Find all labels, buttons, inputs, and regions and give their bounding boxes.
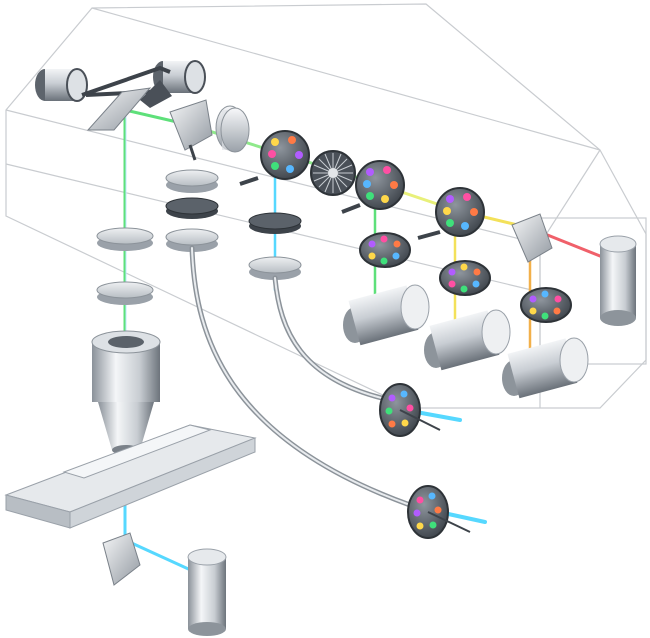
relay-lens [165,169,219,252]
dichroic-mirror [511,213,553,263]
specimen-stage [4,424,257,529]
relay-lens [96,227,154,305]
photomultiplier-detector [502,337,589,399]
filter-wheel [520,287,572,323]
photomultiplier-detector [599,235,637,326]
objective [91,330,161,455]
filter-wheel [239,130,310,186]
filter-wheel [439,260,491,296]
photomultiplier-detector [424,309,511,371]
relay-lens [248,212,302,280]
scan-mirror [86,80,172,131]
fiber-coupler [379,383,441,437]
filter-wheel [341,160,405,214]
dichroic-mirror [169,99,213,161]
fiber-coupler [407,485,471,539]
photomultiplier-detector [187,548,227,636]
filter-wheel [417,187,485,240]
filter-wheel [359,232,411,268]
grating-wheel [310,150,356,196]
dichroic-mirror [102,532,141,586]
pinhole-lens [215,105,250,153]
optical-fiber [189,245,413,508]
photomultiplier-detector [343,284,430,346]
